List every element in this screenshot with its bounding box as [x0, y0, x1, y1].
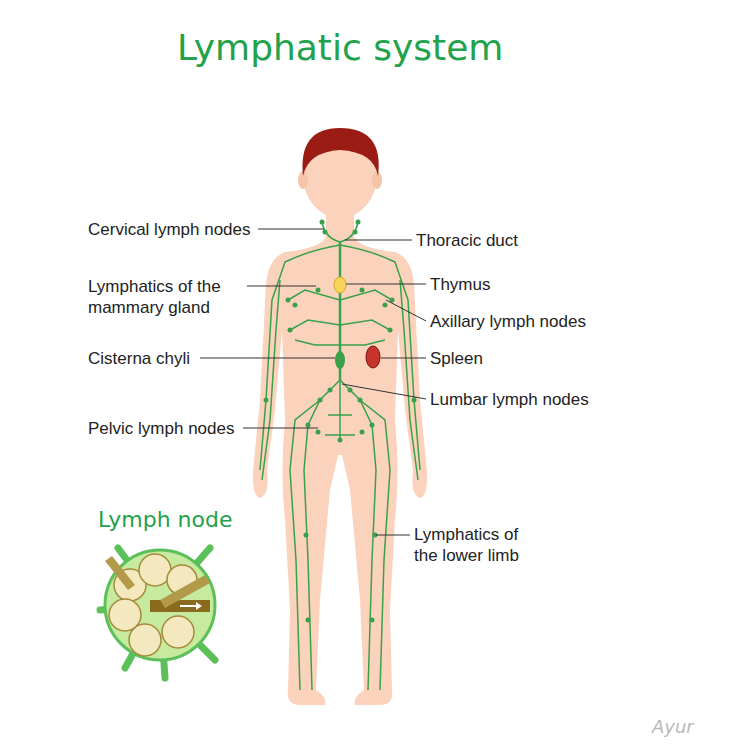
body-silhouette [253, 238, 427, 705]
ear [372, 171, 382, 189]
part-label: Thoracic duct [416, 230, 518, 251]
lymph-vessels [260, 222, 420, 690]
hair [302, 128, 378, 176]
part-label: Cisterna chyli [88, 348, 190, 369]
part-label: Lumbar lymph nodes [430, 389, 589, 410]
spleen [366, 346, 380, 368]
leader-lines [200, 229, 426, 535]
part-label: Cervical lymph nodes [88, 219, 251, 240]
part-label: Spleen [430, 348, 483, 369]
part-label: Axillary lymph nodes [430, 311, 586, 332]
watermark: Ayur [652, 716, 694, 738]
lymph-node-dots [264, 220, 417, 623]
part-label: Lymphatics of the mammary gland [88, 276, 246, 318]
diagram-title: Lymphatic system [177, 26, 503, 70]
part-label: Lymphatics of the lower limb [414, 524, 539, 566]
cisterna-chyli [335, 351, 345, 369]
part-label: Pelvic lymph nodes [88, 418, 234, 439]
thymus [334, 277, 346, 293]
part-label: Thymus [430, 274, 490, 295]
lymph-node-inset [100, 548, 215, 678]
inset-heading: Lymph node [98, 506, 233, 534]
